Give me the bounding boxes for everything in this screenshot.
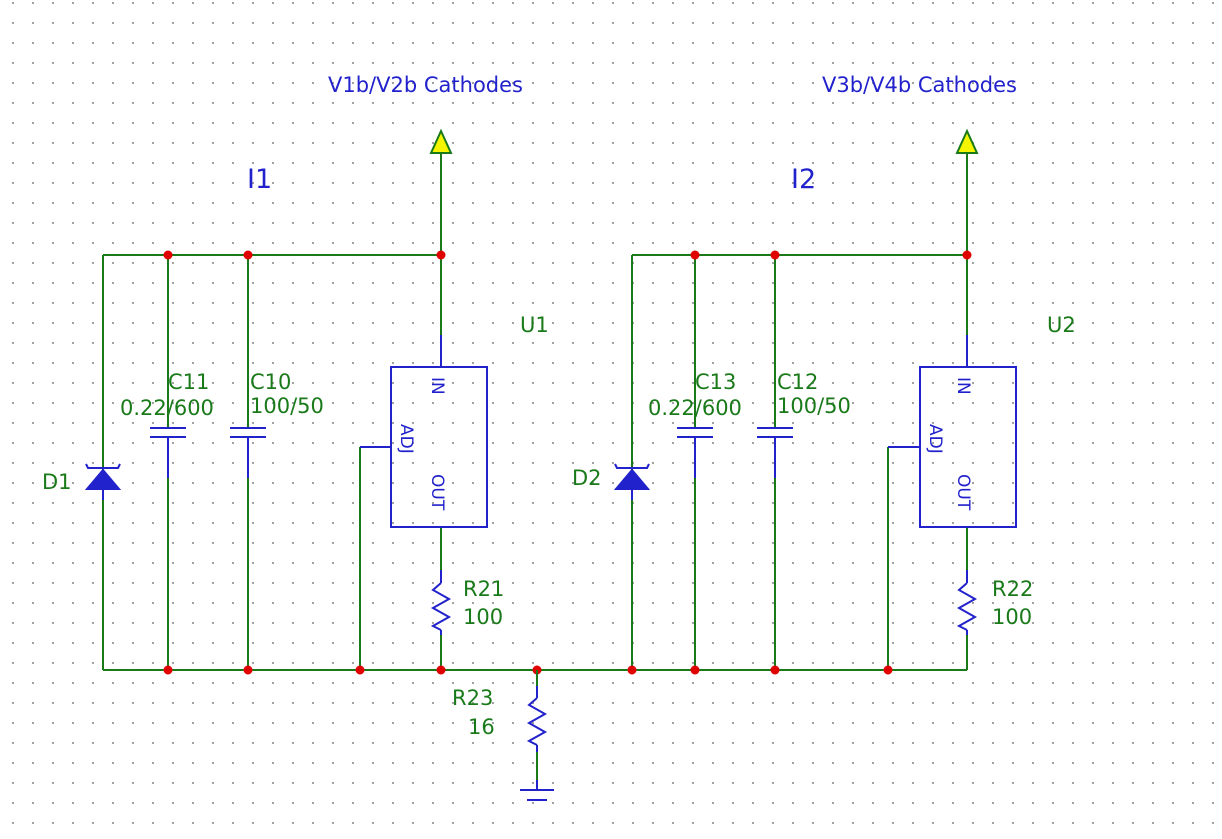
value-c10: 100/50	[250, 394, 324, 418]
section-i1: IN ADJ OUT	[42, 73, 632, 675]
value-c13: 0.22/600	[648, 396, 742, 420]
regulator-u1: IN ADJ OUT	[360, 335, 488, 528]
ground-symbol	[520, 780, 554, 801]
capacitor-c11	[150, 385, 186, 478]
junctions-i2	[627, 250, 972, 675]
ref-r23: R23	[452, 686, 493, 710]
ref-c10: C10	[250, 370, 291, 394]
section-i2: IN ADJ OUT	[572, 73, 1076, 675]
zener-diode-d1	[84, 463, 122, 500]
capacitor-c13	[677, 427, 713, 478]
ref-u2: U2	[1047, 313, 1076, 337]
capacitor-c10	[230, 427, 266, 478]
u1-pin-in: IN	[427, 377, 447, 395]
net-label-v3b-v4b-cathodes: V3b/V4b Cathodes	[822, 73, 1017, 97]
resistor-r23	[526, 670, 548, 780]
zener-diode-d2	[613, 463, 651, 500]
net-label-v1b-v2b-cathodes: V1b/V2b Cathodes	[328, 73, 523, 97]
u1-pin-out: OUT	[427, 474, 447, 511]
regulator-u2: IN ADJ OUT	[888, 335, 1017, 528]
ref-d2: D2	[572, 466, 602, 490]
resistor-r21	[430, 570, 452, 635]
ref-c13: C13	[695, 370, 736, 394]
ref-c12: C12	[777, 370, 818, 394]
ref-d1: D1	[42, 470, 72, 494]
resistor-r22	[956, 570, 978, 635]
output-port-arrow	[955, 128, 979, 154]
common-cathode-resistor: R23 16	[452, 665, 554, 801]
output-port-arrow	[429, 128, 453, 154]
junctions-i1	[163, 250, 446, 675]
u1-pin-adj: ADJ	[396, 424, 416, 454]
current-label-i2: I2	[791, 164, 816, 195]
ref-c11: C11	[168, 370, 209, 394]
ref-u1: U1	[520, 313, 549, 337]
u2-pin-in: IN	[953, 377, 973, 395]
value-c11: 0.22/600	[120, 396, 214, 420]
current-label-i1: I1	[247, 164, 272, 195]
value-r23: 16	[468, 715, 495, 739]
value-r21: 100	[463, 605, 503, 629]
wires-i2	[631, 153, 968, 671]
u2-pin-adj: ADJ	[925, 424, 945, 454]
ref-r21: R21	[463, 577, 504, 601]
ref-r22: R22	[992, 577, 1033, 601]
u2-pin-out: OUT	[953, 474, 973, 511]
value-r22: 100	[992, 605, 1032, 629]
capacitor-c12	[757, 427, 793, 478]
value-c12: 100/50	[777, 394, 851, 418]
